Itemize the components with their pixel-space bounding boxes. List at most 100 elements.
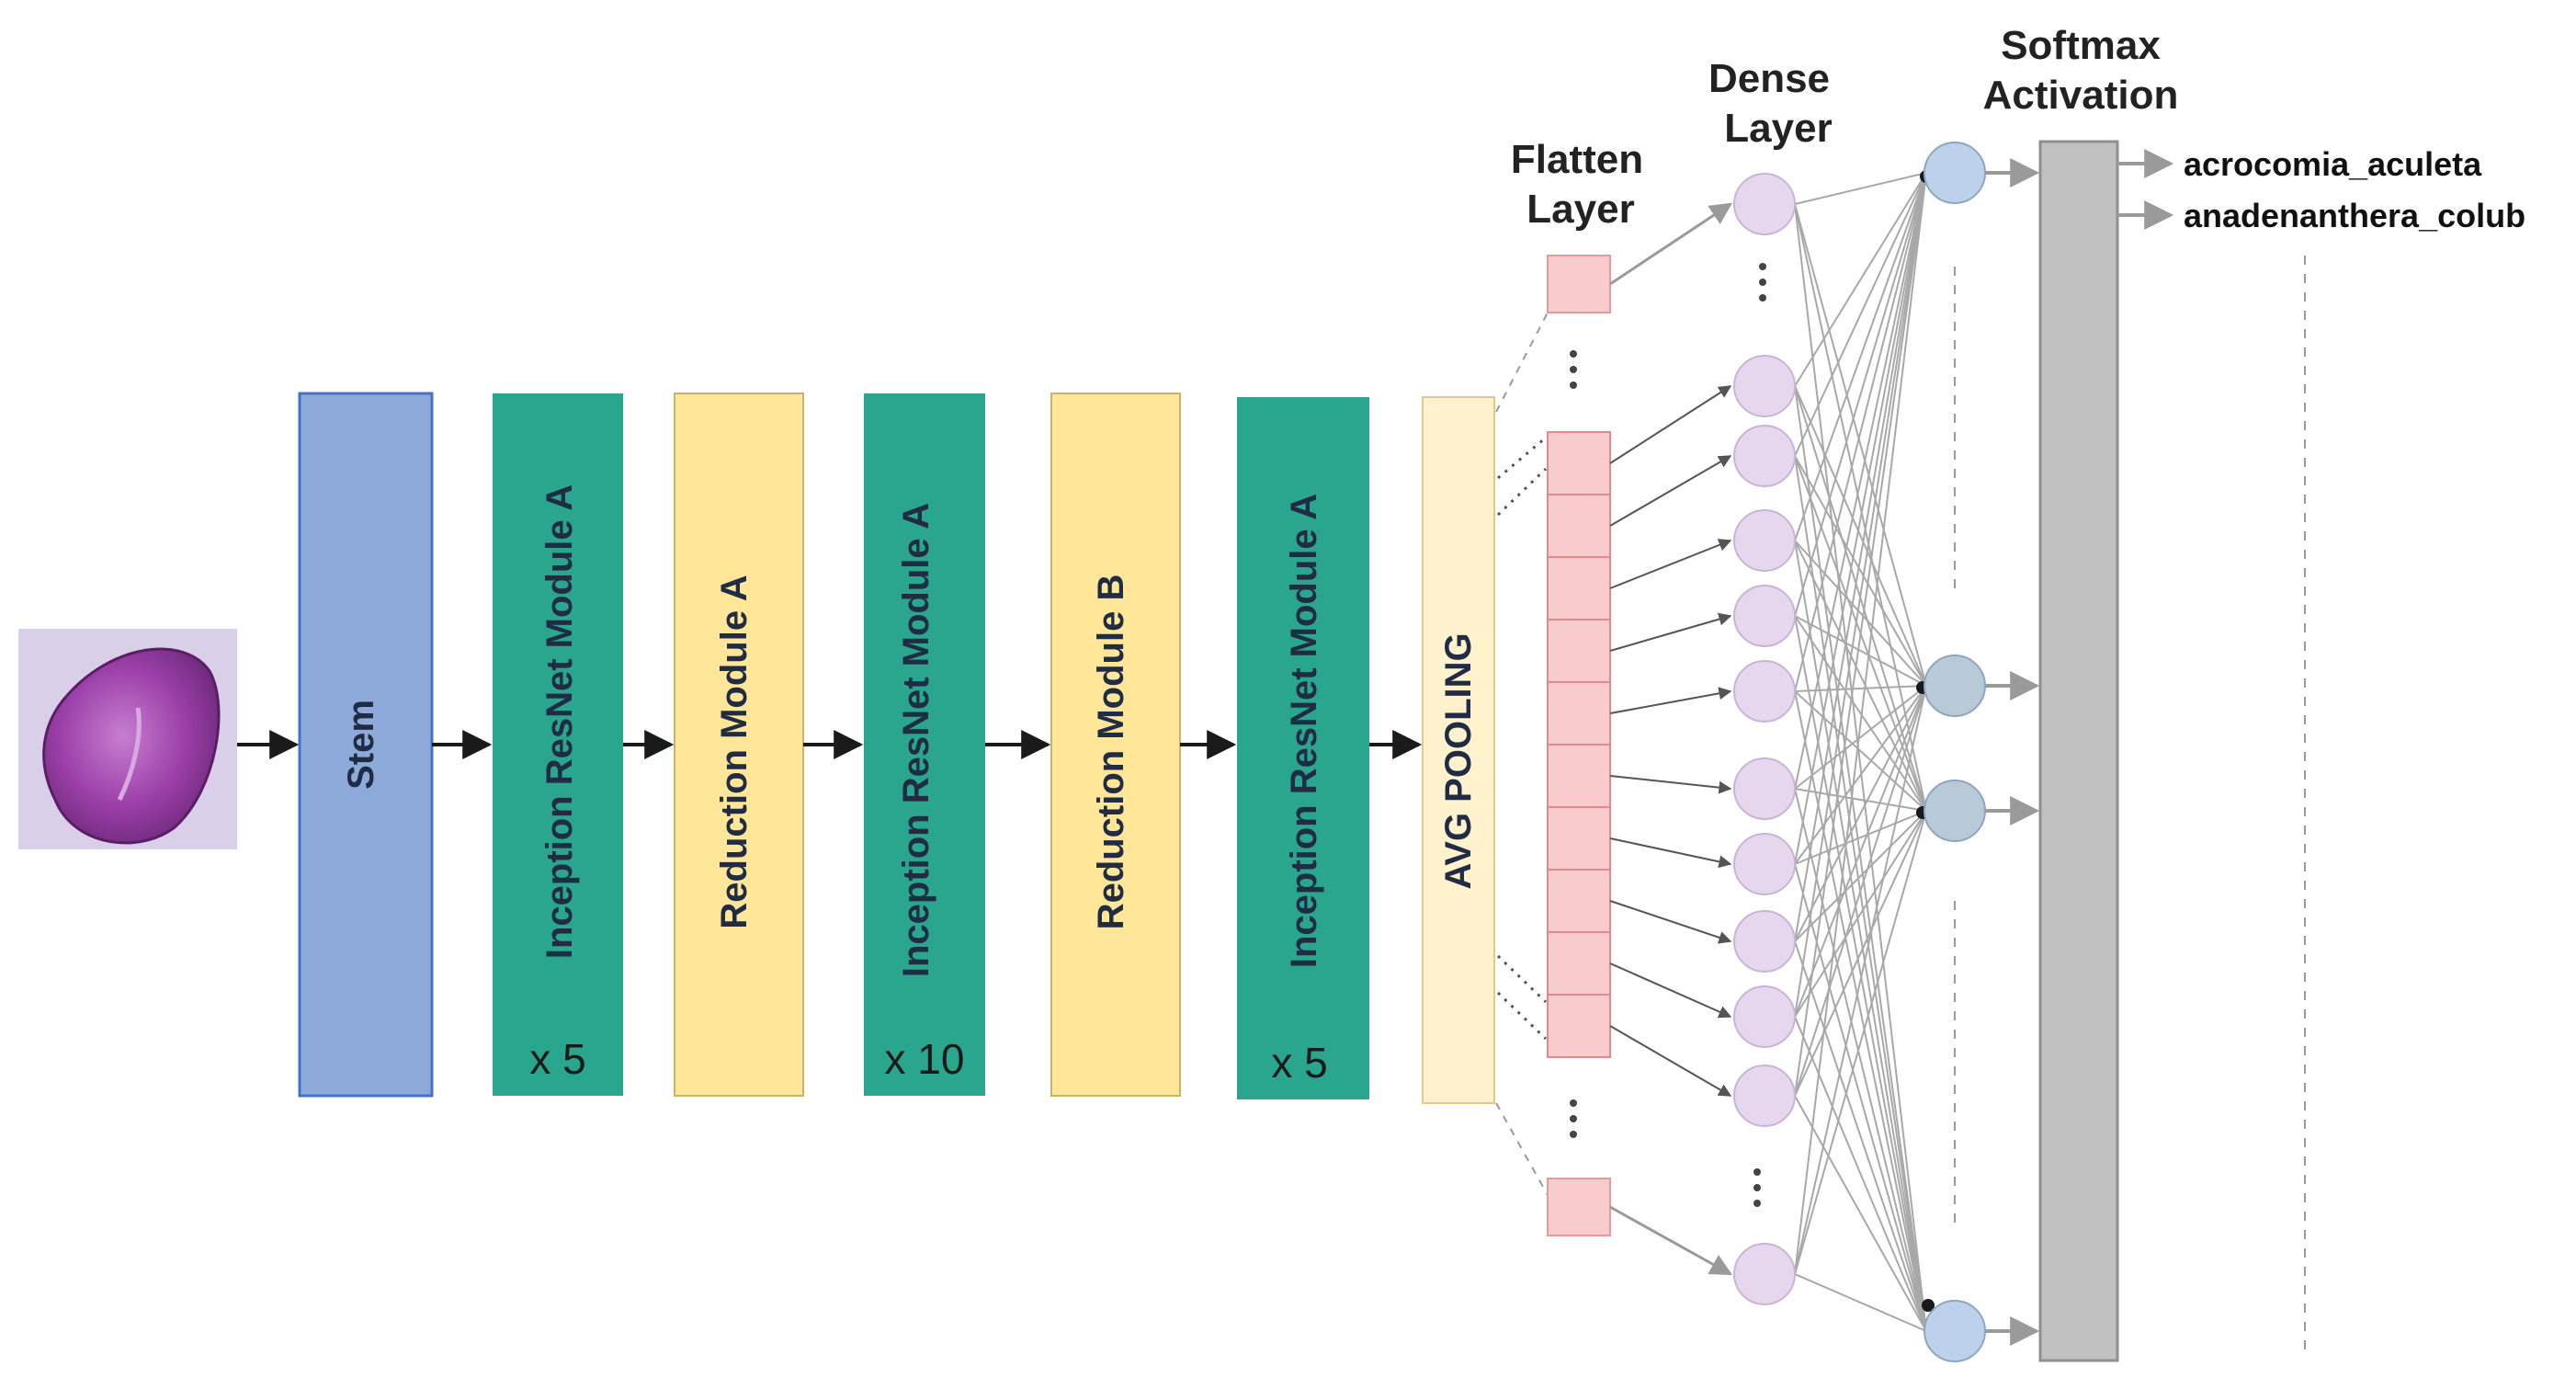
dense-softmax-edge bbox=[1794, 455, 1927, 687]
softmax-title: Softmax Activation bbox=[1983, 23, 2179, 118]
flatten-layer-title: Flatten Layer bbox=[1511, 137, 1643, 232]
softmax-title-line1: Softmax bbox=[2001, 23, 2161, 68]
module-label: Reduction Module B bbox=[1091, 575, 1131, 930]
dense-layer bbox=[1733, 173, 1796, 1305]
repeat-count: x 10 bbox=[885, 1035, 965, 1083]
flatten-ellipsis bbox=[1570, 350, 1577, 1138]
flatten-dense-edge bbox=[1609, 1205, 1733, 1276]
flatten-cell bbox=[1547, 556, 1611, 620]
dense-softmax-edge bbox=[1794, 810, 1927, 1275]
dense-softmax-edge bbox=[1794, 172, 1927, 692]
dense-softmax-edge bbox=[1794, 810, 1927, 865]
flatten-to-dense-edges bbox=[1609, 202, 1733, 1276]
dense-node bbox=[1733, 173, 1796, 235]
dense-softmax-edge bbox=[1794, 540, 1927, 1332]
dense-node bbox=[1733, 985, 1796, 1048]
dense-node bbox=[1733, 509, 1796, 572]
flatten-dense-edge bbox=[1609, 539, 1732, 589]
flatten-dense-edge bbox=[1609, 687, 1732, 714]
flatten-cell bbox=[1547, 1178, 1611, 1236]
module-reduction-a: Reduction Module A bbox=[674, 393, 804, 1097]
flatten-dense-edge bbox=[1609, 455, 1732, 527]
dense-softmax-edge bbox=[1794, 685, 1927, 942]
dense-node bbox=[1733, 1065, 1796, 1127]
dense-softmax-edge bbox=[1794, 1095, 1927, 1332]
softmax-title-line2: Activation bbox=[1983, 73, 2179, 118]
dense-softmax-edge bbox=[1794, 172, 1927, 1018]
flatten-dense-edge bbox=[1609, 837, 1732, 869]
dense-to-softmax-edges bbox=[1794, 170, 1935, 1332]
dense-softmax-edge bbox=[1794, 685, 1927, 865]
dense-softmax-edge bbox=[1794, 615, 1927, 1332]
flatten-title-line2: Layer bbox=[1526, 187, 1634, 232]
module-inception-a-2: Inception ResNet Module A x 10 bbox=[864, 393, 985, 1096]
softmax-node bbox=[1923, 1300, 1986, 1362]
dense-softmax-edge bbox=[1794, 172, 1927, 790]
dense-title-line1: Dense bbox=[1708, 56, 1830, 101]
dense-softmax-edge bbox=[1794, 385, 1927, 687]
flatten-dense-edge bbox=[1609, 775, 1732, 794]
module-label: Inception ResNet Module A bbox=[896, 503, 936, 977]
dense-softmax-edge bbox=[1794, 203, 1927, 687]
dense-softmax-edge bbox=[1794, 788, 1927, 812]
repeat-count: x 5 bbox=[529, 1035, 585, 1083]
output-labels: acrocomia_aculeta anadenanthera_colub bbox=[2184, 145, 2525, 234]
module-label: Reduction Module A bbox=[714, 575, 755, 928]
module-inception-a-1: Inception ResNet Module A x 5 bbox=[493, 393, 623, 1096]
dense-softmax-edge bbox=[1794, 172, 1927, 1275]
softmax-dashes bbox=[1954, 256, 2306, 1351]
dense-node bbox=[1733, 585, 1796, 647]
dense-softmax-edge bbox=[1794, 203, 1927, 1332]
dense-softmax-edge bbox=[1794, 203, 1927, 812]
flatten-cell bbox=[1547, 931, 1611, 996]
flatten-cell bbox=[1547, 869, 1611, 933]
flatten-dense-edge bbox=[1609, 900, 1732, 944]
module-stem: Stem bbox=[298, 392, 434, 1098]
dense-softmax-edge bbox=[1794, 172, 1927, 1097]
dense-softmax-edge bbox=[1794, 172, 1927, 865]
dense-ellipsis bbox=[1753, 263, 1766, 1207]
softmax-node bbox=[1923, 655, 1986, 717]
dense-softmax-edge bbox=[1794, 788, 1927, 1332]
flatten-dense-edge bbox=[1609, 202, 1732, 286]
output-arrows bbox=[2117, 149, 2174, 230]
module-label: AVG POOLING bbox=[1438, 632, 1479, 889]
flatten-cell bbox=[1547, 431, 1611, 495]
module-reduction-b: Reduction Module B bbox=[1050, 393, 1181, 1097]
dense-node bbox=[1733, 660, 1796, 723]
flatten-dense-edge bbox=[1609, 962, 1732, 1019]
dense-softmax-edge bbox=[1794, 540, 1927, 812]
dense-softmax-edge bbox=[1794, 810, 1927, 942]
flatten-dense-edge bbox=[1609, 385, 1732, 464]
dense-softmax-edge bbox=[1794, 685, 1927, 1018]
flatten-cell bbox=[1547, 994, 1611, 1058]
dense-title-line2: Layer bbox=[1724, 106, 1832, 151]
edge-convergence-dot bbox=[1922, 1299, 1935, 1312]
flatten-cell bbox=[1547, 255, 1611, 313]
dense-softmax-edge bbox=[1794, 172, 1927, 205]
flatten-cell bbox=[1547, 806, 1611, 871]
module-label: Stem bbox=[341, 700, 381, 790]
dense-node bbox=[1733, 757, 1796, 820]
output-label-0: acrocomia_aculeta bbox=[2184, 145, 2482, 183]
dense-node bbox=[1733, 1243, 1796, 1305]
dense-softmax-edge bbox=[1794, 172, 1927, 541]
module-inception-a-3: Inception ResNet Module A x 5 bbox=[1237, 397, 1369, 1099]
module-avg-pooling: AVG POOLING bbox=[1422, 396, 1495, 1104]
flatten-title-line1: Flatten bbox=[1511, 137, 1643, 182]
dense-softmax-edge bbox=[1794, 540, 1927, 687]
dense-softmax-edge bbox=[1794, 690, 1927, 1332]
dense-softmax-edge bbox=[1794, 685, 1927, 692]
dense-softmax-edge bbox=[1794, 615, 1927, 812]
flatten-cell bbox=[1547, 494, 1611, 558]
module-label: Inception ResNet Module A bbox=[539, 484, 580, 959]
dense-node bbox=[1733, 910, 1796, 973]
output-label-1: anadenanthera_colub bbox=[2184, 197, 2525, 234]
dense-softmax-edge bbox=[1794, 172, 1927, 942]
dense-softmax-edge bbox=[1794, 172, 1927, 617]
repeat-count: x 5 bbox=[1271, 1039, 1327, 1087]
dense-softmax-edge bbox=[1794, 810, 1927, 1097]
pooling-guides bbox=[1495, 312, 1549, 1196]
flatten-cell bbox=[1547, 744, 1611, 808]
